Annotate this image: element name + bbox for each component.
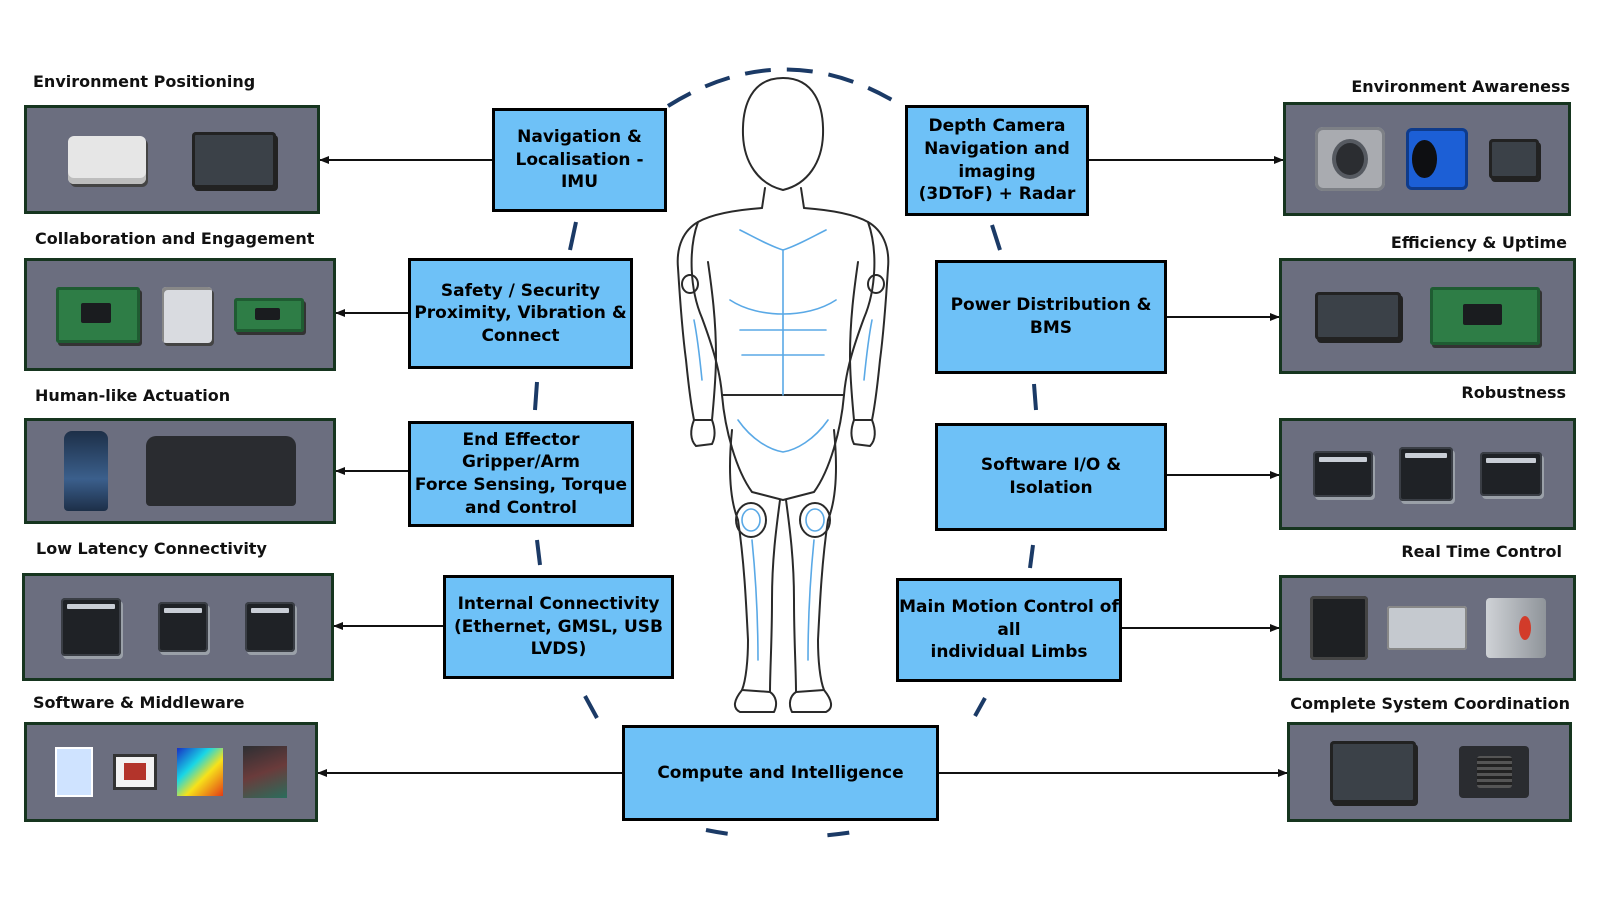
- imu-module-icon: [68, 136, 146, 184]
- category-label-low-latency-connectivity: Low Latency Connectivity: [36, 539, 267, 558]
- function-box-end-effector: End Effector Gripper/Arm Force Sensing, …: [408, 421, 634, 527]
- radar-board-icon: [56, 287, 140, 343]
- category-label-software-middleware: Software & Middleware: [33, 693, 245, 712]
- product-panel-environment-positioning: [24, 105, 320, 214]
- sw-io-chip-icon: [1399, 447, 1453, 501]
- isolator-chip-icon: [1313, 451, 1373, 497]
- adum-chip-icon: [1480, 452, 1542, 496]
- humanoid-figure-icon: [678, 78, 889, 712]
- sensor-stick-board-icon: [234, 298, 304, 332]
- category-label-complete-system-coordination: Complete System Coordination: [1290, 694, 1570, 713]
- ring-bottom-arc: [706, 830, 866, 838]
- compute-module-fan-icon: [1459, 746, 1529, 798]
- robot-arm-icon: [64, 431, 108, 511]
- category-label-collaboration-engagement: Collaboration and Engagement: [35, 229, 314, 248]
- connectivity-chip-3-icon: [245, 602, 295, 652]
- camera-board-icon: [1489, 139, 1539, 179]
- point-cloud-icon: [243, 746, 287, 798]
- battery-pack-icon: [1315, 292, 1401, 340]
- sensor-chip-icon: [162, 287, 212, 343]
- function-box-software-io: Software I/O & Isolation: [935, 423, 1167, 531]
- category-label-efficiency-uptime: Efficiency & Uptime: [1391, 233, 1567, 252]
- connectivity-chip-2-icon: [158, 602, 208, 652]
- product-panel-human-like-actuation: [24, 418, 336, 524]
- function-box-power-distribution: Power Distribution & BMS: [935, 260, 1167, 374]
- function-box-main-motion-control: Main Motion Control of all individual Li…: [896, 578, 1122, 682]
- function-box-navigation-imu: Navigation & Localisation - IMU: [492, 108, 667, 212]
- bms-board-icon: [1430, 287, 1540, 345]
- compute-board-icon: [1330, 741, 1416, 803]
- function-box-internal-connectivity: Internal Connectivity (Ethernet, GMSL, U…: [443, 575, 674, 679]
- connectivity-chip-1-icon: [61, 598, 121, 656]
- product-panel-environment-awareness: [1283, 102, 1571, 216]
- rotor-assembly-icon: [1486, 598, 1546, 658]
- category-label-human-like-actuation: Human-like Actuation: [35, 386, 230, 405]
- function-box-compute-intelligence: Compute and Intelligence: [622, 725, 939, 821]
- function-box-depth-camera: Depth Camera Navigation and imaging (3DT…: [905, 105, 1089, 216]
- product-panel-real-time-control: [1279, 575, 1576, 681]
- product-panel-software-middleware: [24, 722, 318, 822]
- product-panel-efficiency-uptime: [1279, 258, 1576, 374]
- function-box-safety-security: Safety / Security Proximity, Vibration &…: [408, 258, 633, 369]
- display-screen-icon: [113, 754, 157, 790]
- product-panel-robustness: [1279, 418, 1576, 530]
- product-panel-low-latency-connectivity: [22, 573, 334, 681]
- category-label-environment-positioning: Environment Positioning: [33, 72, 255, 91]
- product-panel-collaboration-engagement: [24, 258, 336, 371]
- depth-camera-blue-icon: [1406, 128, 1468, 190]
- imu-board-icon: [192, 132, 276, 188]
- category-label-robustness: Robustness: [1461, 383, 1566, 402]
- software-figure-icon: [55, 747, 93, 797]
- category-label-environment-awareness: Environment Awareness: [1351, 77, 1570, 96]
- motor-control-module-icon: [1387, 606, 1467, 650]
- tof-camera-icon: [1315, 127, 1385, 191]
- servo-motor-icon: [1310, 596, 1368, 660]
- product-panel-complete-system-coordination: [1287, 722, 1572, 822]
- gripper-set-icon: [146, 436, 296, 506]
- depth-map-icon: [177, 748, 223, 796]
- category-label-real-time-control: Real Time Control: [1401, 542, 1562, 561]
- ring-top-arc: [668, 69, 892, 106]
